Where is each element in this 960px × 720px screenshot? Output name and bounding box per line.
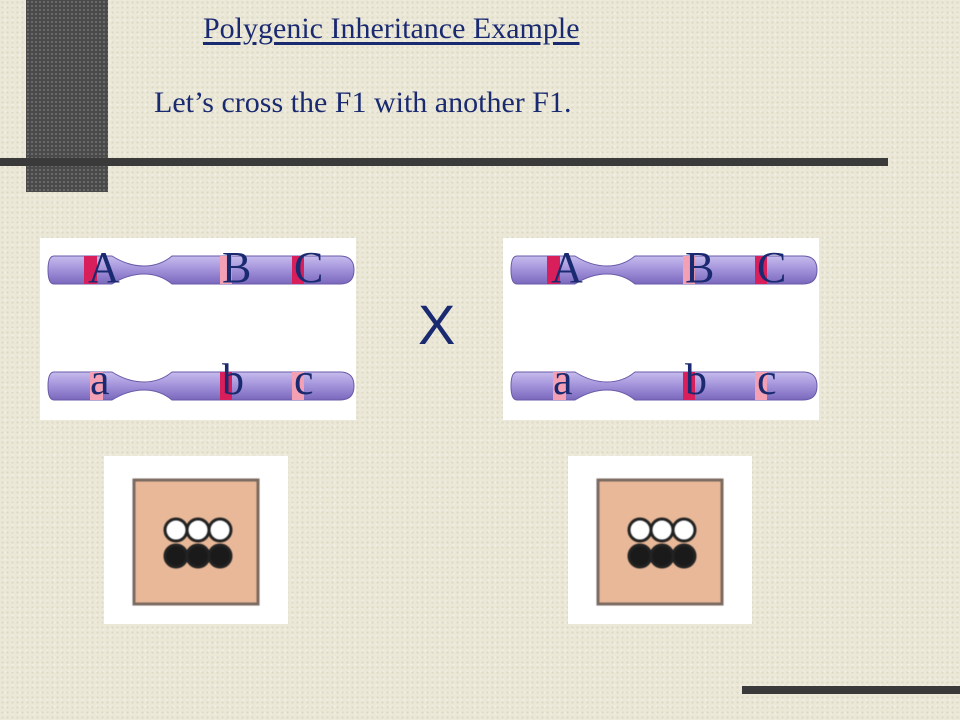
- decorative-bottom-rule: [742, 686, 960, 694]
- allele-label: A: [88, 243, 120, 292]
- allele-label: B: [685, 243, 715, 292]
- allele-label: a: [553, 355, 573, 404]
- parent-1-genotype-box: [104, 456, 288, 624]
- parent-2-genotype-box: [568, 456, 752, 624]
- allele-label: b: [685, 355, 707, 404]
- allele-dots-icon: [132, 478, 260, 606]
- allele-label: C: [294, 243, 324, 292]
- allele-label: A: [551, 243, 583, 292]
- allele-label: c: [757, 355, 777, 404]
- allele-label: c: [294, 355, 314, 404]
- parent-2-chromosome-pair: A B C a b c: [503, 238, 819, 420]
- allele-label: a: [90, 355, 110, 404]
- allele-label: b: [222, 355, 244, 404]
- allele-label: B: [222, 243, 252, 292]
- parent-1-chromosome-pair: A B C a b c: [40, 238, 356, 420]
- slide-title: Polygenic Inheritance Example: [203, 12, 580, 45]
- slide-subtitle: Let’s cross the F1 with another F1.: [154, 86, 572, 119]
- cross-symbol: X: [418, 293, 456, 356]
- chromosome-icon: [47, 255, 355, 401]
- allele-label: C: [757, 243, 787, 292]
- chromosome-icon: [510, 255, 818, 401]
- allele-dots-icon: [596, 478, 724, 606]
- decorative-top-rule: [0, 158, 888, 166]
